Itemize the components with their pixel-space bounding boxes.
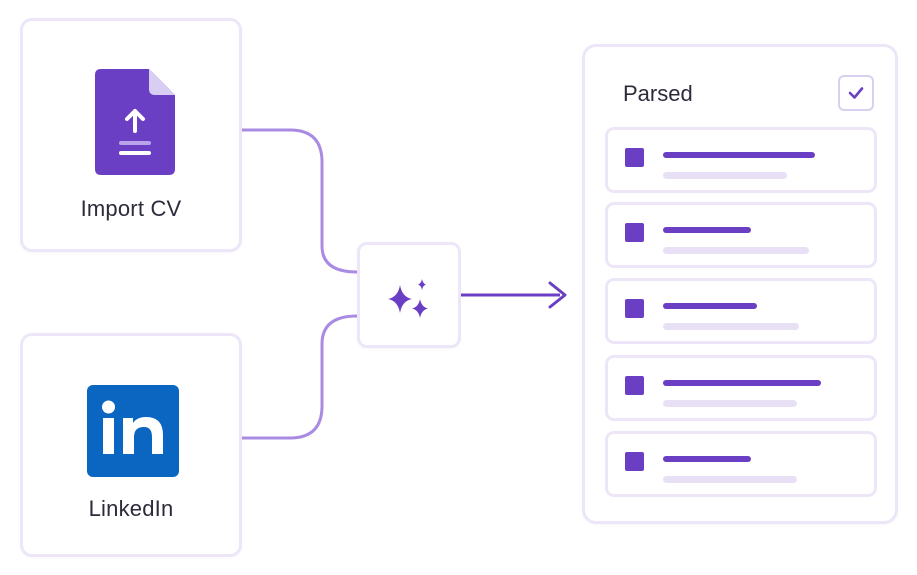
placeholder-subline (663, 400, 797, 407)
parsed-row[interactable] (605, 431, 877, 497)
parsed-row[interactable] (605, 355, 877, 421)
square-bullet-icon (625, 376, 644, 395)
linkedin-logo-icon (87, 385, 179, 477)
connector-import-to-ai (242, 128, 358, 274)
linkedin-label: LinkedIn (88, 496, 174, 521)
connector-linkedin-to-ai (242, 314, 358, 440)
parsed-row[interactable] (605, 278, 877, 344)
arrow-head-icon (548, 281, 567, 309)
placeholder-subline (663, 323, 799, 330)
placeholder-subline (663, 476, 797, 483)
placeholder-line (663, 456, 751, 462)
square-bullet-icon (625, 148, 644, 167)
square-bullet-icon (625, 223, 644, 242)
document-upload-icon (95, 69, 175, 175)
parsed-row[interactable] (605, 202, 877, 268)
placeholder-subline (663, 172, 787, 179)
ai-processor-card (357, 242, 461, 348)
checkmark-icon (848, 87, 864, 99)
square-bullet-icon (625, 299, 644, 318)
placeholder-subline (663, 247, 809, 254)
sparkles-icon (388, 279, 428, 318)
placeholder-line (663, 303, 757, 309)
square-bullet-icon (625, 452, 644, 471)
placeholder-line (663, 227, 751, 233)
parsed-checkbox[interactable] (838, 75, 874, 111)
parsed-title: Parsed (623, 81, 693, 106)
parsed-results-card: Parsed (582, 44, 898, 524)
import-cv-label: Import CV (80, 196, 182, 221)
placeholder-line (663, 380, 821, 386)
linkedin-card[interactable]: LinkedIn (20, 333, 242, 557)
import-cv-card[interactable]: Import CV (20, 18, 242, 252)
parsed-row[interactable] (605, 127, 877, 193)
placeholder-line (663, 152, 815, 158)
